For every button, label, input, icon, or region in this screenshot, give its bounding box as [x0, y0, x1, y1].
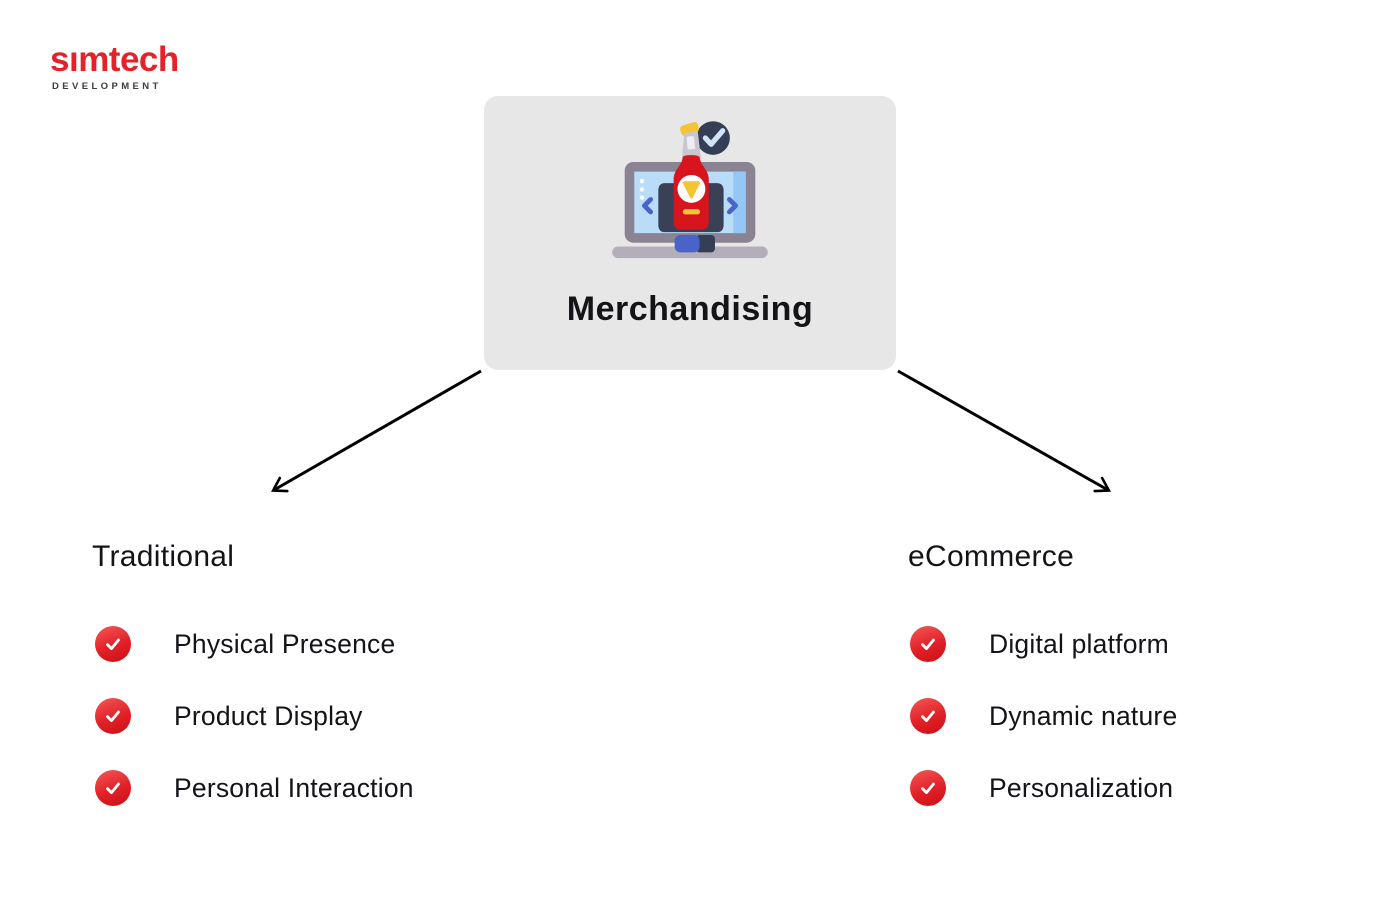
list-item: Physical Presence: [95, 626, 414, 662]
check-icon: [95, 626, 131, 662]
list-item: Personalization: [910, 770, 1177, 806]
ecommerce-checklist: Digital platform Dynamic nature Personal…: [910, 626, 1177, 806]
list-item-label: Product Display: [174, 700, 363, 731]
chevron-right-icon: [726, 197, 739, 215]
brand-subtitle: DEVELOPMENT: [52, 81, 162, 92]
arrow-to-ecommerce: [897, 369, 1112, 493]
branch-heading-ecommerce: eCommerce: [908, 540, 1075, 573]
laptop-hinge-dark: [695, 235, 715, 253]
list-item-label: Personal Interaction: [174, 772, 414, 803]
list-item-label: Personalization: [989, 772, 1174, 803]
ketchup-bottle: [673, 155, 709, 230]
merchandising-card: Merchandising: [484, 96, 896, 370]
laptop-hinge-blue: [674, 235, 700, 253]
check-icon: [910, 626, 946, 662]
laptop-ketchup-merchandising-icon: [612, 121, 768, 259]
list-item-label: Dynamic nature: [989, 700, 1178, 731]
check-icon: [910, 770, 946, 806]
list-item-label: Physical Presence: [174, 628, 396, 659]
laptop-screen-strip: [733, 171, 746, 234]
list-item: Digital platform: [910, 626, 1177, 662]
bottle-neck: [680, 121, 702, 161]
root-node-title: Merchandising: [566, 290, 814, 328]
list-item: Personal Interaction: [95, 770, 414, 806]
brand-logo: sımtech DEVELOPMENT: [50, 42, 179, 92]
brand-name: sımtech: [50, 40, 179, 79]
branch-heading-traditional: Traditional: [92, 540, 235, 573]
check-icon: [910, 698, 946, 734]
list-item: Product Display: [95, 698, 414, 734]
screen-dots: [639, 179, 645, 200]
check-icon: [95, 770, 131, 806]
check-icon: [95, 698, 131, 734]
chevron-left-icon: [641, 197, 654, 215]
list-item: Dynamic nature: [910, 698, 1177, 734]
checkmark-badge-icon: [696, 121, 730, 155]
traditional-checklist: Physical Presence Product Display Person…: [95, 626, 414, 806]
list-item-label: Digital platform: [989, 628, 1169, 659]
arrow-to-traditional: [271, 369, 482, 493]
